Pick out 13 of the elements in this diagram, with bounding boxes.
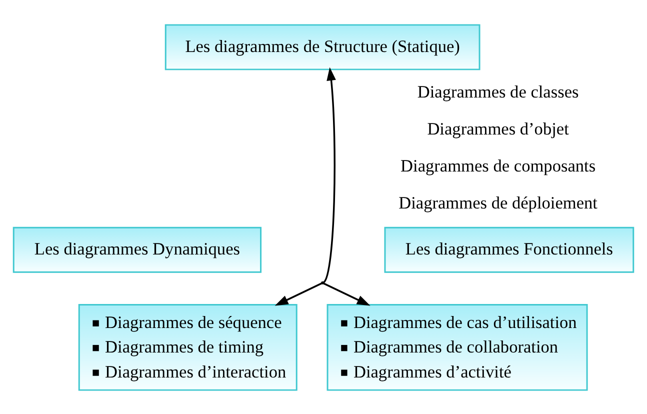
node-box: Les diagrammes Fonctionnels [384, 226, 634, 272]
node-box: Les diagrammes de Structure (Statique) [164, 24, 480, 70]
label: Diagrammes de classes [417, 82, 579, 101]
label: Diagrammes de déploiement [398, 193, 598, 212]
arrow [323, 66, 336, 282]
node-point [321, 280, 324, 284]
label: Diagrammes de composants [400, 156, 596, 176]
node-box: Les diagrammes Dynamiques [12, 226, 262, 272]
label: Diagrammes d’objet [427, 119, 569, 138]
node-box: Diagrammes de séquence Diagrammes de timing Diagrammes d’interaction [78, 304, 298, 390]
node-box: Diagrammes de cas d’utilisation Diagrammes de collaboration Diagrammes d’activité [326, 304, 588, 390]
arrow [323, 282, 370, 306]
arrow [274, 282, 322, 306]
